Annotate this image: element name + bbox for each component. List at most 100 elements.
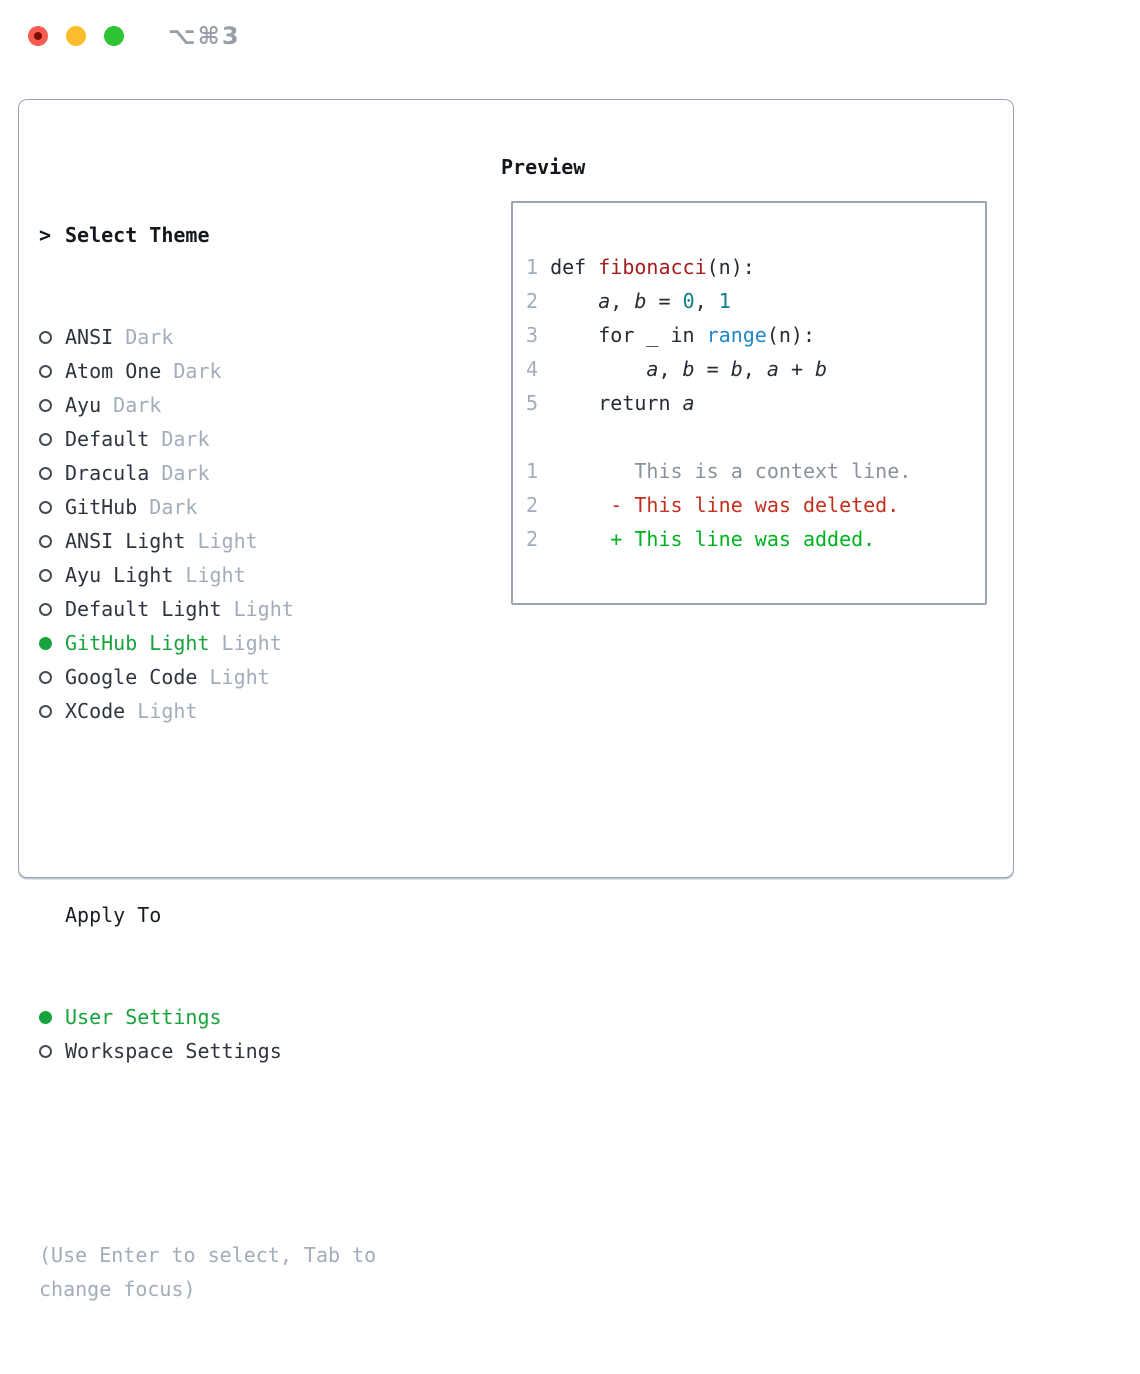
line-number: 1: [526, 255, 539, 279]
apply-option-user-settings[interactable]: User Settings: [39, 1000, 459, 1034]
theme-name: Default Light: [65, 597, 222, 621]
theme-option-default[interactable]: Default Dark: [39, 422, 459, 456]
prompt-icon: >: [39, 223, 52, 247]
code-token: 0: [682, 289, 695, 313]
apply-name: User Settings: [65, 1005, 222, 1029]
theme-option-ayu-light[interactable]: Ayu Light Light: [39, 558, 459, 592]
code-token: def: [550, 255, 599, 279]
radio-icon: [39, 524, 65, 558]
traffic-lights: [28, 26, 124, 46]
theme-variant: Light: [173, 563, 246, 587]
code-line: 2 - This line was deleted.: [526, 488, 911, 522]
theme-name: Ayu Light: [65, 563, 174, 587]
code-token: ,: [694, 289, 719, 313]
radio-icon: [39, 388, 65, 422]
code-token: b: [730, 357, 743, 381]
apply-to-header-row: Apply To: [39, 898, 459, 932]
radio-icon: [39, 1034, 65, 1068]
code-token: fibonacci: [598, 255, 707, 279]
code-preview: 1 def fibonacci(n): 2 a, b = 0, 1 3 for _ i…: [526, 250, 911, 556]
code-token: a: [682, 391, 695, 415]
theme-option-ansi[interactable]: ANSI Dark: [39, 320, 459, 354]
radio-icon: [39, 456, 65, 490]
code-token: +: [778, 357, 816, 381]
theme-name: Default: [65, 427, 150, 451]
line-number: 2: [526, 493, 539, 517]
zoom-button[interactable]: [104, 26, 124, 46]
theme-option-google-code[interactable]: Google Code Light: [39, 660, 459, 694]
line-number: 4: [526, 357, 539, 381]
preview-title: Preview: [501, 155, 586, 179]
theme-option-dracula[interactable]: Dracula Dark: [39, 456, 459, 490]
line-number: 2: [526, 289, 539, 313]
theme-name: GitHub Light: [65, 631, 210, 655]
code-token: - This line was deleted.: [550, 493, 900, 517]
theme-variant: Dark: [101, 393, 162, 417]
apply-option-workspace-settings[interactable]: Workspace Settings: [39, 1034, 459, 1068]
theme-selector-title: Select Theme: [65, 223, 210, 247]
radio-selected-icon: [39, 626, 65, 660]
code-token: [550, 289, 598, 313]
radio-icon: [39, 558, 65, 592]
code-line: 4 a, b = b, a + b: [526, 352, 911, 386]
code-line: 2 + This line was added.: [526, 522, 911, 556]
radio-icon: [39, 354, 65, 388]
theme-option-ansi-light[interactable]: ANSI Light Light: [39, 524, 459, 558]
theme-option-ayu[interactable]: Ayu Dark: [39, 388, 459, 422]
code-token: 1: [718, 289, 731, 313]
theme-option-xcode[interactable]: XCode Light: [39, 694, 459, 728]
code-token: This is a context line.: [550, 459, 912, 483]
code-token: a: [646, 357, 659, 381]
code-token: a: [766, 357, 779, 381]
theme-name: XCode: [65, 699, 126, 723]
theme-name: GitHub: [65, 495, 138, 519]
radio-selected-icon: [39, 1000, 65, 1034]
code-token: b: [815, 357, 828, 381]
line-number: 3: [526, 323, 539, 347]
theme-variant: Light: [221, 597, 294, 621]
theme-option-github[interactable]: GitHub Dark: [39, 490, 459, 524]
radio-icon: [39, 320, 65, 354]
code-token: =: [694, 357, 731, 381]
code-token: b: [682, 357, 695, 381]
code-token: range: [706, 323, 767, 347]
code-token: ,: [658, 357, 683, 381]
code-token: (n):: [706, 255, 755, 279]
spacer: [39, 1136, 459, 1170]
theme-variant: Light: [185, 529, 258, 553]
window-title: ⌥⌘3: [168, 22, 241, 50]
theme-variant: Light: [209, 631, 282, 655]
code-token: ,: [742, 357, 767, 381]
code-token: =: [646, 289, 683, 313]
code-line: 1 This is a context line.: [526, 454, 911, 488]
theme-variant: Dark: [161, 359, 222, 383]
radio-icon: [39, 592, 65, 626]
line-number: 5: [526, 391, 539, 415]
code-line: [526, 420, 911, 454]
theme-selector-header-row: > Select Theme: [39, 218, 459, 252]
line-number: 1: [526, 459, 539, 483]
window-titlebar: ⌥⌘3: [0, 0, 1140, 97]
code-token: for _ in: [550, 323, 707, 347]
preview-box: 1 def fibonacci(n): 2 a, b = 0, 1 3 for _ i…: [511, 201, 987, 605]
theme-option-github-light[interactable]: GitHub Light Light: [39, 626, 459, 660]
theme-variant: Dark: [113, 325, 174, 349]
code-token: ,: [610, 289, 635, 313]
apply-name: Workspace Settings: [65, 1039, 282, 1063]
theme-variant: Light: [197, 665, 270, 689]
minimize-button[interactable]: [66, 26, 86, 46]
theme-variant: Dark: [149, 461, 210, 485]
theme-option-default-light[interactable]: Default Light Light: [39, 592, 459, 626]
theme-option-atom-one[interactable]: Atom One Dark: [39, 354, 459, 388]
code-token: b: [634, 289, 647, 313]
close-button[interactable]: [28, 26, 48, 46]
code-line: 5 return a: [526, 386, 911, 420]
line-number: 2: [526, 527, 539, 551]
radio-icon: [39, 490, 65, 524]
code-line: 1 def fibonacci(n):: [526, 250, 911, 284]
apply-to-title: Apply To: [65, 903, 162, 927]
code-line: 2 a, b = 0, 1: [526, 284, 911, 318]
